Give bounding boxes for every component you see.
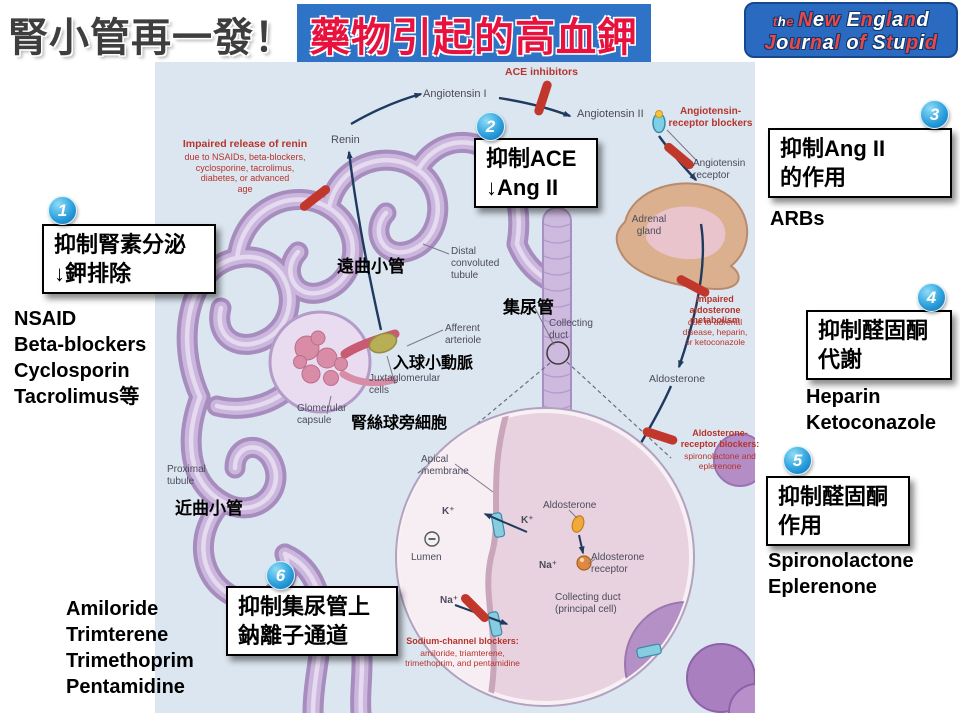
inhibition-bars bbox=[299, 80, 710, 623]
callout-1-number: 1 bbox=[48, 196, 77, 225]
logo-line-2: Journal of Stupid bbox=[764, 32, 938, 54]
label-arb-blockers: Angiotensin- receptor blockers bbox=[668, 106, 753, 129]
drug-list-aldo-metabolism: Heparin Ketoconazole bbox=[806, 386, 937, 434]
callout-5-number: 5 bbox=[783, 446, 812, 475]
angiotensin-receptor-icon bbox=[652, 110, 666, 134]
label-proximal-tubule: Proximal tubule bbox=[167, 464, 206, 487]
label-aldo-blockers-body: spironolactone and eplerenone bbox=[684, 451, 756, 472]
page-title: 腎小管再一發！ 藥物引起的高血鉀 bbox=[8, 4, 651, 64]
glomerulus bbox=[268, 310, 400, 414]
efferent-arteriole-art bbox=[339, 370, 397, 387]
label-principal-cell: Collecting duct (principal cell) bbox=[555, 592, 621, 615]
label-juxtaglomerular-cells: Juxtaglomerular cells bbox=[369, 373, 441, 396]
callout-4-box: 抑制醛固酮 代謝 bbox=[806, 310, 952, 381]
nephron-illustration: Renin Angiotensin I ACE inhibitors Angio… bbox=[155, 62, 759, 713]
label-zh-distal-tubule: 遠曲小管 bbox=[337, 257, 405, 276]
label-apical-membrane: Apical membrane bbox=[421, 454, 469, 477]
label-aldosterone: Aldosterone bbox=[649, 373, 706, 385]
label-glomerular-capsule: Glomerular capsule bbox=[297, 403, 347, 426]
callout-2-box: 抑制ACE ↓Ang II bbox=[474, 138, 598, 209]
drug-list-aldo-receptor: Spironolactone Eplerenone bbox=[768, 550, 914, 598]
label-zh-collecting-duct: 集尿管 bbox=[503, 298, 554, 317]
label-afferent-arteriole: Afferent arteriole bbox=[445, 323, 482, 346]
label-na-blockers-body: amiloride, triamterene, trimethoprim, an… bbox=[405, 648, 520, 669]
drug-list-renin-inhibitors: NSAID Beta-blockers Cyclosporin Tacrolim… bbox=[14, 308, 147, 408]
label-adrenal-gland: Adrenal gland bbox=[631, 214, 667, 237]
drug-list-arbs: ARBs bbox=[770, 208, 825, 230]
label-na-blockers-title: Sodium-channel blockers: bbox=[406, 636, 519, 646]
label-ace-inhibitors: ACE inhibitors bbox=[505, 66, 578, 78]
label-angiotensin-2: Angiotensin II bbox=[577, 108, 644, 120]
inhibition-bar-sodium-channel bbox=[460, 593, 490, 623]
label-lumen: Lumen bbox=[411, 552, 442, 563]
title-highlight-box: 藥物引起的高血鉀 bbox=[297, 4, 651, 64]
label-k-plus-cell: K⁺ bbox=[521, 515, 534, 526]
label-impaired-aldo-body: due to adrenal disease, heparin, or keto… bbox=[682, 317, 748, 348]
label-zh-proximal-tubule: 近曲小管 bbox=[175, 499, 243, 518]
magnifier-circle bbox=[546, 341, 570, 365]
label-na-plus-lumen: Na⁺ bbox=[440, 595, 459, 606]
title-black-text: 腎小管再一發！ bbox=[8, 16, 295, 60]
label-k-plus-lumen: K⁺ bbox=[442, 506, 455, 517]
callout-6-number: 6 bbox=[266, 561, 295, 590]
callout-5-box: 抑制醛固酮 作用 bbox=[766, 476, 910, 547]
leader-lines bbox=[326, 129, 699, 565]
callout-4-number: 4 bbox=[917, 283, 946, 312]
label-impaired-renin-body: due to NSAIDs, beta-blockers, cyclospori… bbox=[184, 152, 306, 194]
juxtaglomerular-cells-art bbox=[368, 332, 398, 354]
label-impaired-aldo-title: Impaired aldosterone metabolism bbox=[689, 294, 741, 326]
logo-new-england: New England bbox=[797, 9, 930, 31]
label-distal-tubule: Distal convoluted tubule bbox=[451, 246, 500, 281]
background-cells bbox=[686, 433, 755, 713]
label-renin: Renin bbox=[331, 134, 360, 146]
label-impaired-renin-title: Impaired release of renin bbox=[182, 138, 308, 150]
adrenal-gland-art bbox=[615, 182, 749, 291]
label-collecting-duct: Collecting duct bbox=[549, 318, 593, 341]
callout-6-box: 抑制集尿管上 鈉離子通道 bbox=[226, 586, 398, 657]
inhibition-bar-ace bbox=[534, 80, 552, 116]
inset-cell bbox=[395, 407, 695, 707]
inhibition-bar-renin bbox=[299, 185, 331, 211]
label-angiotensin-1: Angiotensin I bbox=[423, 88, 487, 100]
logo-the: the bbox=[772, 14, 794, 29]
label-angiotensin-receptor: Angiotensin receptor bbox=[693, 158, 746, 181]
label-zh-afferent-arteriole: 入球小動脈 bbox=[393, 355, 474, 372]
aldosterone-molecule-icon bbox=[571, 515, 585, 533]
inhibition-bar-arb bbox=[664, 142, 694, 170]
label-aldo-blockers-title: Aldosterone- receptor blockers: bbox=[680, 428, 760, 449]
label-zh-juxtaglomerular: 腎絲球旁細胞 bbox=[351, 415, 448, 432]
callout-2-number: 2 bbox=[476, 112, 505, 141]
title-red-text: 藥物引起的高血鉀 bbox=[310, 16, 638, 60]
callout-3-number: 3 bbox=[920, 100, 949, 129]
label-na-plus-cell: Na⁺ bbox=[539, 560, 558, 571]
inhibition-bar-aldo-metabolism bbox=[676, 275, 710, 297]
callout-3-box: 抑制Ang II 的作用 bbox=[768, 128, 952, 199]
apical-membrane-art bbox=[485, 411, 510, 703]
inhibition-bar-aldo-receptor bbox=[642, 427, 678, 445]
label-aldosterone-inset: Aldosterone bbox=[543, 500, 597, 511]
callout-1-box: 抑制腎素分泌 ↓鉀排除 bbox=[42, 224, 216, 295]
drug-list-sodium-channel: Amiloride Trimterene Trimethoprim Pentam… bbox=[66, 598, 194, 698]
negative-charge-icon bbox=[424, 531, 440, 547]
label-aldosterone-receptor: Aldosterone receptor bbox=[591, 552, 645, 575]
